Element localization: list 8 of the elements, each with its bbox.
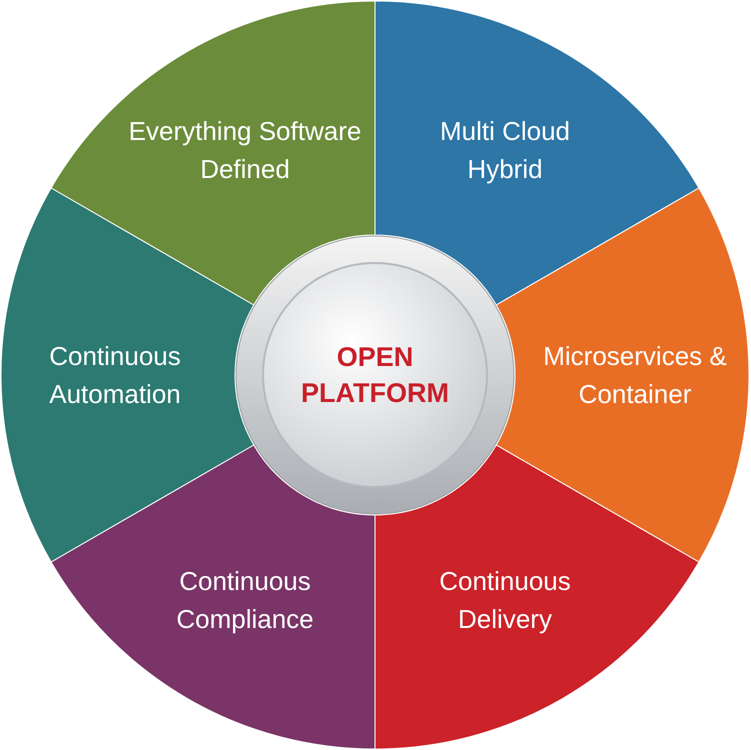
segment-label: Everything Software Defined [125, 112, 365, 188]
segment-label: Continuous Compliance [145, 562, 345, 638]
segment-label: Continuous Automation [15, 337, 215, 413]
segment-label: Continuous Delivery [405, 562, 605, 638]
center-circle [235, 235, 515, 515]
segment-label: Microservices & Container [535, 337, 735, 413]
segment-label: Multi Cloud Hybrid [405, 112, 605, 188]
center-label: OPEN PLATFORM [300, 341, 450, 410]
